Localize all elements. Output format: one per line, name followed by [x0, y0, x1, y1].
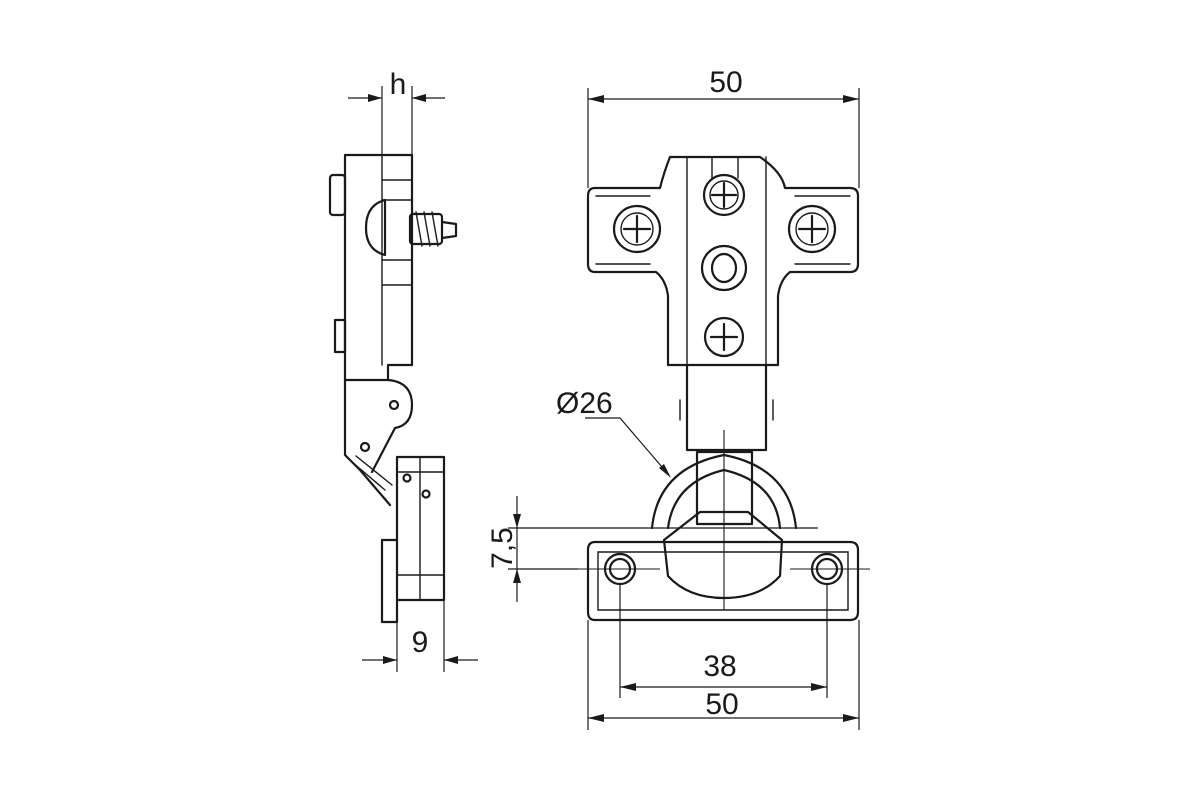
dimension-top-50: 50 — [587, 66, 860, 188]
plate-screw-left — [612, 204, 662, 254]
side-mounting-plate — [343, 153, 414, 382]
front-door-plate — [586, 540, 860, 622]
side-hinge-arm — [343, 378, 414, 507]
dimension-cup-diameter: Ø26 — [556, 387, 671, 478]
dimension-bottom-50-label: 50 — [705, 688, 738, 721]
dimension-h: h — [348, 68, 445, 155]
dimension-38: 38 — [619, 584, 828, 698]
dimension-9-label: 9 — [412, 626, 429, 659]
hinge-side-view: h 9 — [328, 68, 478, 672]
front-mounting-plate — [586, 155, 860, 367]
dimension-h-label: h — [390, 68, 407, 101]
dimension-top-50-label: 50 — [709, 66, 742, 99]
side-door-flange — [380, 538, 399, 624]
dimension-cup-diameter-label: Ø26 — [556, 387, 613, 420]
dimension-7-5-label: 7,5 — [486, 527, 519, 569]
plate-screw-top — [702, 173, 746, 217]
side-screw-head — [364, 198, 387, 257]
plate-screw-right — [787, 204, 837, 254]
side-threaded-screw — [408, 211, 458, 247]
hinge-front-view: 50 Ø26 7,5 38 — [486, 66, 870, 730]
dimension-9: 9 — [362, 600, 478, 672]
front-hinge-arm — [685, 363, 768, 452]
plate-screw-lower — [703, 316, 745, 358]
dimension-38-label: 38 — [703, 650, 736, 683]
dimension-bottom-50: 50 — [587, 620, 860, 730]
dimension-7-5: 7,5 — [486, 496, 818, 602]
adjustment-slot — [700, 244, 748, 292]
